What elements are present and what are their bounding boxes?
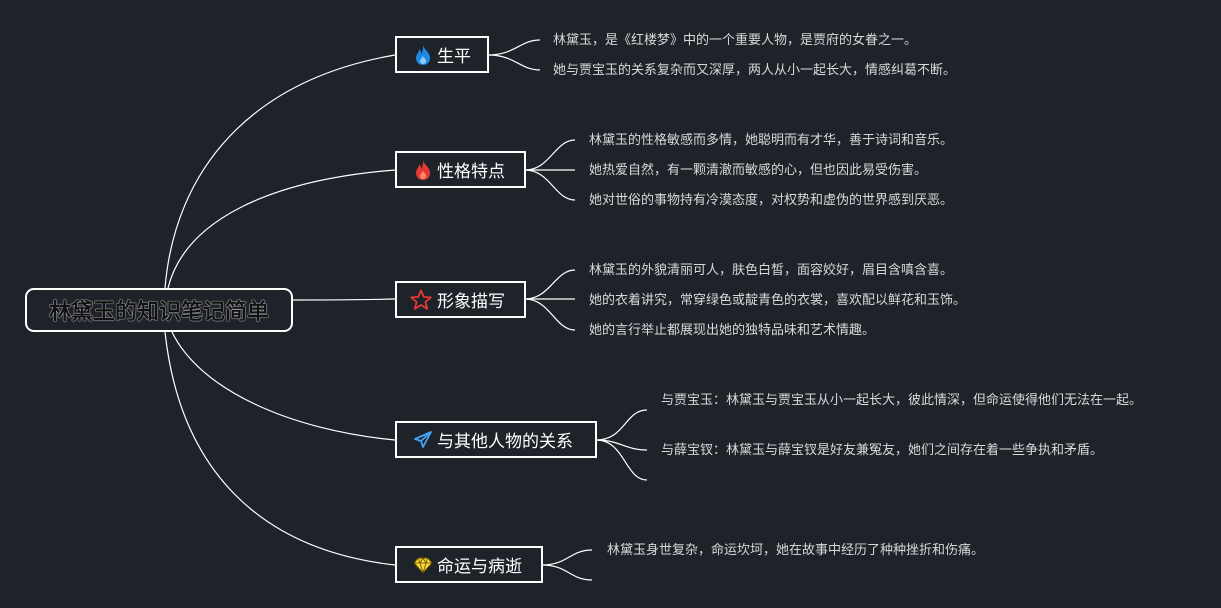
branch-label-relationships: 与其他人物的关系	[437, 432, 573, 452]
leaf-personality-3: 她对世俗的事物持有冷漠态度，对权势和虚伪的世界感到厌恶。	[589, 193, 954, 208]
branch-node-biography[interactable]: 生平	[395, 36, 489, 73]
connector-root-branch-4	[171, 331, 396, 441]
branch-node-appearance[interactable]: 形象描写	[395, 281, 526, 318]
leaf-appearance-3: 她的言行举止都展现出她的独特品味和艺术情趣。	[589, 323, 876, 338]
branch-label-fate: 命运与病逝	[437, 557, 522, 577]
connector-root-branch-1	[164, 54, 396, 289]
connector-branch-1-leaf-2	[487, 54, 541, 71]
leaf-relationships-2: 与薛宝钗：林黛玉与薛宝钗是好友兼冤友，她们之间存在着一些争执和矛盾。	[661, 443, 1104, 458]
root-label: 林黛玉的知识笔记简单	[48, 300, 269, 325]
leaf-appearance-1: 林黛玉的外貌清丽可人，肤色白皙，面容姣好，眉目含嗔含喜。	[589, 263, 954, 278]
connector-branch-5-leaf-1	[541, 549, 593, 566]
leaf-relationships-1: 与贾宝玉：林黛玉与贾宝玉从小一起长大，彼此情深，但命运使得他们无法在一起。	[661, 393, 1143, 408]
connector-root-branch-2	[167, 169, 396, 289]
connector-root-branch-5	[164, 331, 396, 566]
branch-node-relationships[interactable]: 与其他人物的关系	[395, 421, 597, 458]
fire-blue-icon	[413, 44, 433, 66]
paper-plane-icon	[413, 429, 433, 451]
branch-node-personality[interactable]: 性格特点	[395, 151, 526, 188]
leaf-appearance-2: 她的衣着讲究，常穿绿色或靛青色的衣裳，喜欢配以鲜花和玉饰。	[589, 293, 967, 308]
connector-branch-5-leaf-2	[541, 564, 593, 581]
branch-label-appearance: 形象描写	[437, 292, 505, 312]
leaf-personality-2: 她热爱自然，有一颗清澈而敏感的心，但也因此易受伤害。	[589, 163, 928, 178]
diamond-icon	[413, 554, 433, 576]
connector-branch-1-leaf-1	[487, 39, 541, 56]
branch-label-personality: 性格特点	[437, 162, 505, 182]
branch-label-biography: 生平	[437, 47, 471, 67]
leaf-biography-2: 她与贾宝玉的关系复杂而又深厚，两人从小一起长大，情感纠葛不断。	[553, 63, 957, 78]
connector-branch-3-leaf-3	[524, 298, 576, 331]
connector-branch-2-leaf-1	[524, 139, 576, 171]
fire-red-icon	[413, 159, 433, 181]
branch-node-fate[interactable]: 命运与病逝	[395, 546, 543, 583]
leaf-fate-1: 林黛玉身世复杂，命运坎坷，她在故事中经历了种种挫折和伤痛。	[607, 543, 985, 558]
connector-root-branch-3	[292, 298, 396, 301]
root-node[interactable]: 林黛玉的知识笔记简单	[25, 288, 293, 332]
star-outline-icon	[409, 289, 433, 311]
connector-branch-3-leaf-1	[524, 269, 576, 300]
connector-branch-4-leaf-1	[595, 409, 648, 441]
connector-branch-4-leaf-3	[595, 439, 648, 481]
connector-branch-2-leaf-3	[524, 169, 576, 201]
leaf-biography-1: 林黛玉，是《红楼梦》中的一个重要人物，是贾府的女眷之一。	[553, 33, 918, 48]
leaf-personality-1: 林黛玉的性格敏感而多情，她聪明而有才华，善于诗词和音乐。	[589, 133, 954, 148]
